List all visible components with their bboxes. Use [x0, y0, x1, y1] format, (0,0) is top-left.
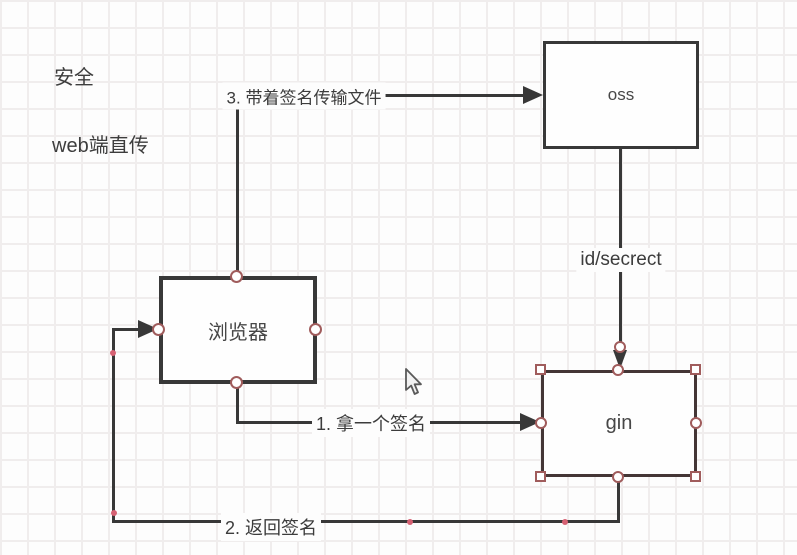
- edge-transfer-file-segment-vertical[interactable]: [236, 96, 239, 276]
- arrow-pointer-icon: [405, 368, 422, 395]
- edge-waypoint-dot[interactable]: [562, 519, 568, 525]
- edge-return-signature-segment-bottom-horizontal[interactable]: [112, 520, 620, 523]
- browser-connection-point-right[interactable]: [309, 323, 322, 336]
- edge-get-signature-label[interactable]: 1. 拿一个签名: [311, 409, 431, 437]
- gin-resize-handle-se[interactable]: [690, 471, 701, 482]
- edge-transfer-file-arrowhead-icon: [523, 86, 543, 104]
- node-gin[interactable]: gin: [541, 370, 697, 477]
- gin-connection-point-left[interactable]: [535, 417, 547, 429]
- edge-waypoint-dot[interactable]: [407, 519, 413, 525]
- edge-transfer-file-label[interactable]: 3. 带着签名传输文件: [222, 82, 386, 110]
- node-gin-label: gin: [605, 412, 633, 434]
- gin-connection-point-top[interactable]: [612, 364, 624, 376]
- browser-connection-point-left[interactable]: [152, 323, 165, 336]
- edge-return-signature-segment-left-vertical[interactable]: [112, 329, 115, 523]
- edge-get-signature-arrowhead-icon: [520, 413, 540, 431]
- browser-connection-point-top[interactable]: [230, 270, 243, 283]
- edge-waypoint-dot[interactable]: [111, 510, 117, 516]
- edge-return-signature-segment-into-browser[interactable]: [112, 328, 140, 331]
- annotation-web-direct-upload[interactable]: web端直传: [52, 135, 149, 157]
- node-oss-label: oss: [607, 85, 635, 104]
- gin-resize-handle-sw[interactable]: [535, 471, 546, 482]
- node-browser-label: 浏览器: [208, 321, 268, 344]
- gin-resize-handle-nw[interactable]: [535, 364, 546, 375]
- edge-id-secret-segment-vertical[interactable]: [619, 149, 622, 345]
- edge-get-signature-segment-vertical[interactable]: [236, 384, 239, 424]
- edge-return-signature-label[interactable]: 2. 返回签名: [220, 513, 322, 541]
- edge-id-secret-endpoint-handle[interactable]: [614, 341, 626, 353]
- mouse-cursor: [403, 368, 425, 403]
- gin-connection-point-bottom[interactable]: [612, 471, 624, 483]
- node-browser[interactable]: 浏览器: [159, 276, 317, 384]
- gin-connection-point-right[interactable]: [690, 417, 702, 429]
- edge-waypoint-dot[interactable]: [110, 350, 116, 356]
- node-oss[interactable]: oss: [543, 41, 699, 149]
- edge-id-secret-label[interactable]: id/secrect: [576, 248, 666, 272]
- edge-return-signature-segment-right-vertical[interactable]: [617, 477, 620, 523]
- gin-resize-handle-ne[interactable]: [690, 364, 701, 375]
- annotation-security[interactable]: 安全: [54, 67, 94, 89]
- browser-connection-point-bottom[interactable]: [230, 376, 243, 389]
